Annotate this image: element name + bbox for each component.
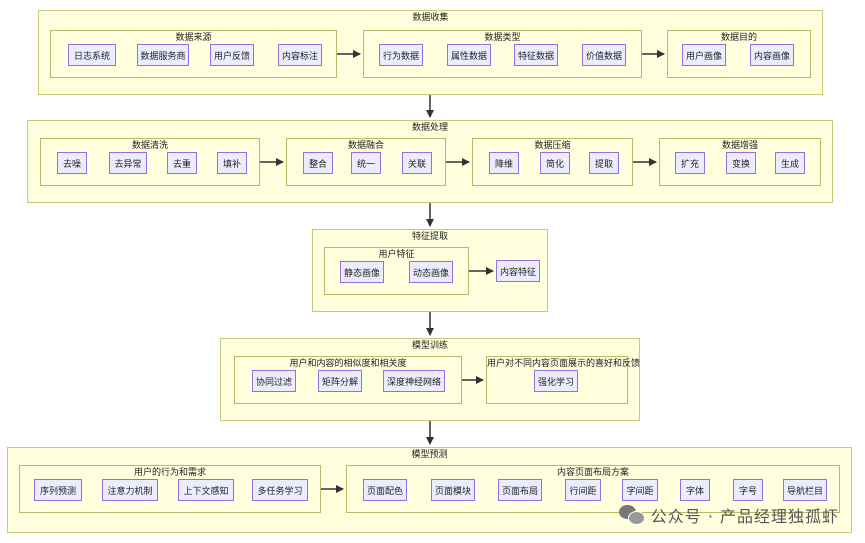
node-log-system[interactable]: 日志系统 [68, 44, 116, 66]
node-dim-reduce[interactable]: 降维 [489, 152, 519, 174]
node-denoise[interactable]: 去噪 [57, 152, 87, 174]
node-nav-bar[interactable]: 导航栏目 [783, 479, 827, 501]
node-page-module[interactable]: 页面模块 [431, 479, 475, 501]
group-similarity-relevance: 用户和内容的相似度和相关度 协同过滤 矩阵分解 深度神经网络 [234, 356, 462, 404]
node-content-label[interactable]: 内容标注 [278, 44, 322, 66]
group-data-source: 数据来源 日志系统 数据服务商 用户反馈 内容标注 [50, 30, 337, 78]
node-behavior-data[interactable]: 行为数据 [379, 44, 423, 66]
section-title: 数据处理 [411, 123, 448, 133]
group-title: 用户和内容的相似度和相关度 [289, 359, 407, 369]
section-title: 模型训练 [411, 341, 448, 351]
section-title: 模型预测 [411, 450, 448, 460]
node-simplify[interactable]: 简化 [540, 152, 570, 174]
group-data-type: 数据类型 行为数据 属性数据 特征数据 价值数据 [363, 30, 642, 78]
node-attribute-data[interactable]: 属性数据 [447, 44, 491, 66]
node-data-provider[interactable]: 数据服务商 [137, 44, 189, 66]
node-context-aware[interactable]: 上下文感知 [178, 479, 234, 501]
group-data-fusion: 数据融合 整合 统一 关联 [286, 138, 446, 186]
node-user-profile[interactable]: 用户画像 [682, 44, 726, 66]
node-font-size[interactable]: 字号 [733, 479, 763, 501]
group-title: 数据增强 [721, 141, 758, 151]
node-associate[interactable]: 关联 [402, 152, 432, 174]
group-title: 数据清洗 [131, 141, 168, 151]
node-attention-mechanism[interactable]: 注意力机制 [102, 479, 158, 501]
node-transform[interactable]: 变换 [726, 152, 756, 174]
node-value-data[interactable]: 价值数据 [582, 44, 626, 66]
group-page-layout-scheme: 内容页面布局方案 页面配色 页面模块 页面布局 行间距 字间距 字体 字号 导航… [346, 465, 840, 513]
group-title: 数据压缩 [534, 141, 571, 151]
node-page-layout[interactable]: 页面布局 [498, 479, 542, 501]
group-title: 数据来源 [175, 33, 212, 43]
group-title: 用户对不同内容页面展示的喜好和反馈 [487, 359, 641, 369]
group-data-compression: 数据压缩 降维 简化 提取 [472, 138, 633, 186]
node-page-color[interactable]: 页面配色 [363, 479, 407, 501]
node-dynamic-profile[interactable]: 动态画像 [409, 261, 453, 283]
node-impute[interactable]: 填补 [217, 152, 247, 174]
node-multitask-learning[interactable]: 多任务学习 [252, 479, 308, 501]
node-feature-data[interactable]: 特征数据 [514, 44, 558, 66]
node-line-spacing[interactable]: 行间距 [565, 479, 601, 501]
group-title: 数据融合 [347, 141, 384, 151]
node-letter-spacing[interactable]: 字间距 [622, 479, 658, 501]
node-expand[interactable]: 扩充 [675, 152, 705, 174]
group-user-features: 用户特征 静态画像 动态画像 [324, 247, 469, 295]
node-deep-neural-network[interactable]: 深度神经网络 [383, 370, 445, 392]
node-static-profile[interactable]: 静态画像 [340, 261, 384, 283]
group-user-behavior-needs: 用户的行为和需求 序列预测 注意力机制 上下文感知 多任务学习 [19, 465, 321, 513]
section-title: 特征提取 [411, 232, 448, 242]
node-reinforcement-learning[interactable]: 强化学习 [534, 370, 578, 392]
node-collaborative-filtering[interactable]: 协同过滤 [252, 370, 296, 392]
group-preference-feedback: 用户对不同内容页面展示的喜好和反馈 强化学习 [486, 356, 641, 404]
group-title: 用户的行为和需求 [133, 468, 206, 478]
node-font[interactable]: 字体 [680, 479, 710, 501]
node-sequence-prediction[interactable]: 序列预测 [34, 479, 82, 501]
node-content-profile[interactable]: 内容画像 [750, 44, 794, 66]
node-user-feedback[interactable]: 用户反馈 [210, 44, 254, 66]
node-dedupe[interactable]: 去重 [167, 152, 197, 174]
node-matrix-factorization[interactable]: 矩阵分解 [318, 370, 362, 392]
node-content-features[interactable]: 内容特征 [496, 260, 540, 282]
group-title: 数据目的 [720, 33, 757, 43]
wechat-icon [618, 505, 645, 525]
node-extract[interactable]: 提取 [589, 152, 619, 174]
node-integrate[interactable]: 整合 [303, 152, 333, 174]
node-unify[interactable]: 统一 [351, 152, 381, 174]
section-title: 数据收集 [412, 13, 449, 23]
watermark-text: 公众号 · 产品经理独孤虾 [650, 507, 839, 526]
node-remove-outliers[interactable]: 去异常 [109, 152, 147, 174]
group-title: 数据类型 [484, 33, 521, 43]
group-data-cleaning: 数据清洗 去噪 去异常 去重 填补 [40, 138, 260, 186]
group-title: 用户特征 [378, 250, 415, 260]
group-data-purpose: 数据目的 用户画像 内容画像 [667, 30, 811, 78]
group-data-augmentation: 数据增强 扩充 变换 生成 [659, 138, 821, 186]
watermark: 公众号 · 产品经理独孤虾 [618, 503, 839, 527]
node-generate[interactable]: 生成 [775, 152, 805, 174]
group-title: 内容页面布局方案 [556, 468, 629, 478]
